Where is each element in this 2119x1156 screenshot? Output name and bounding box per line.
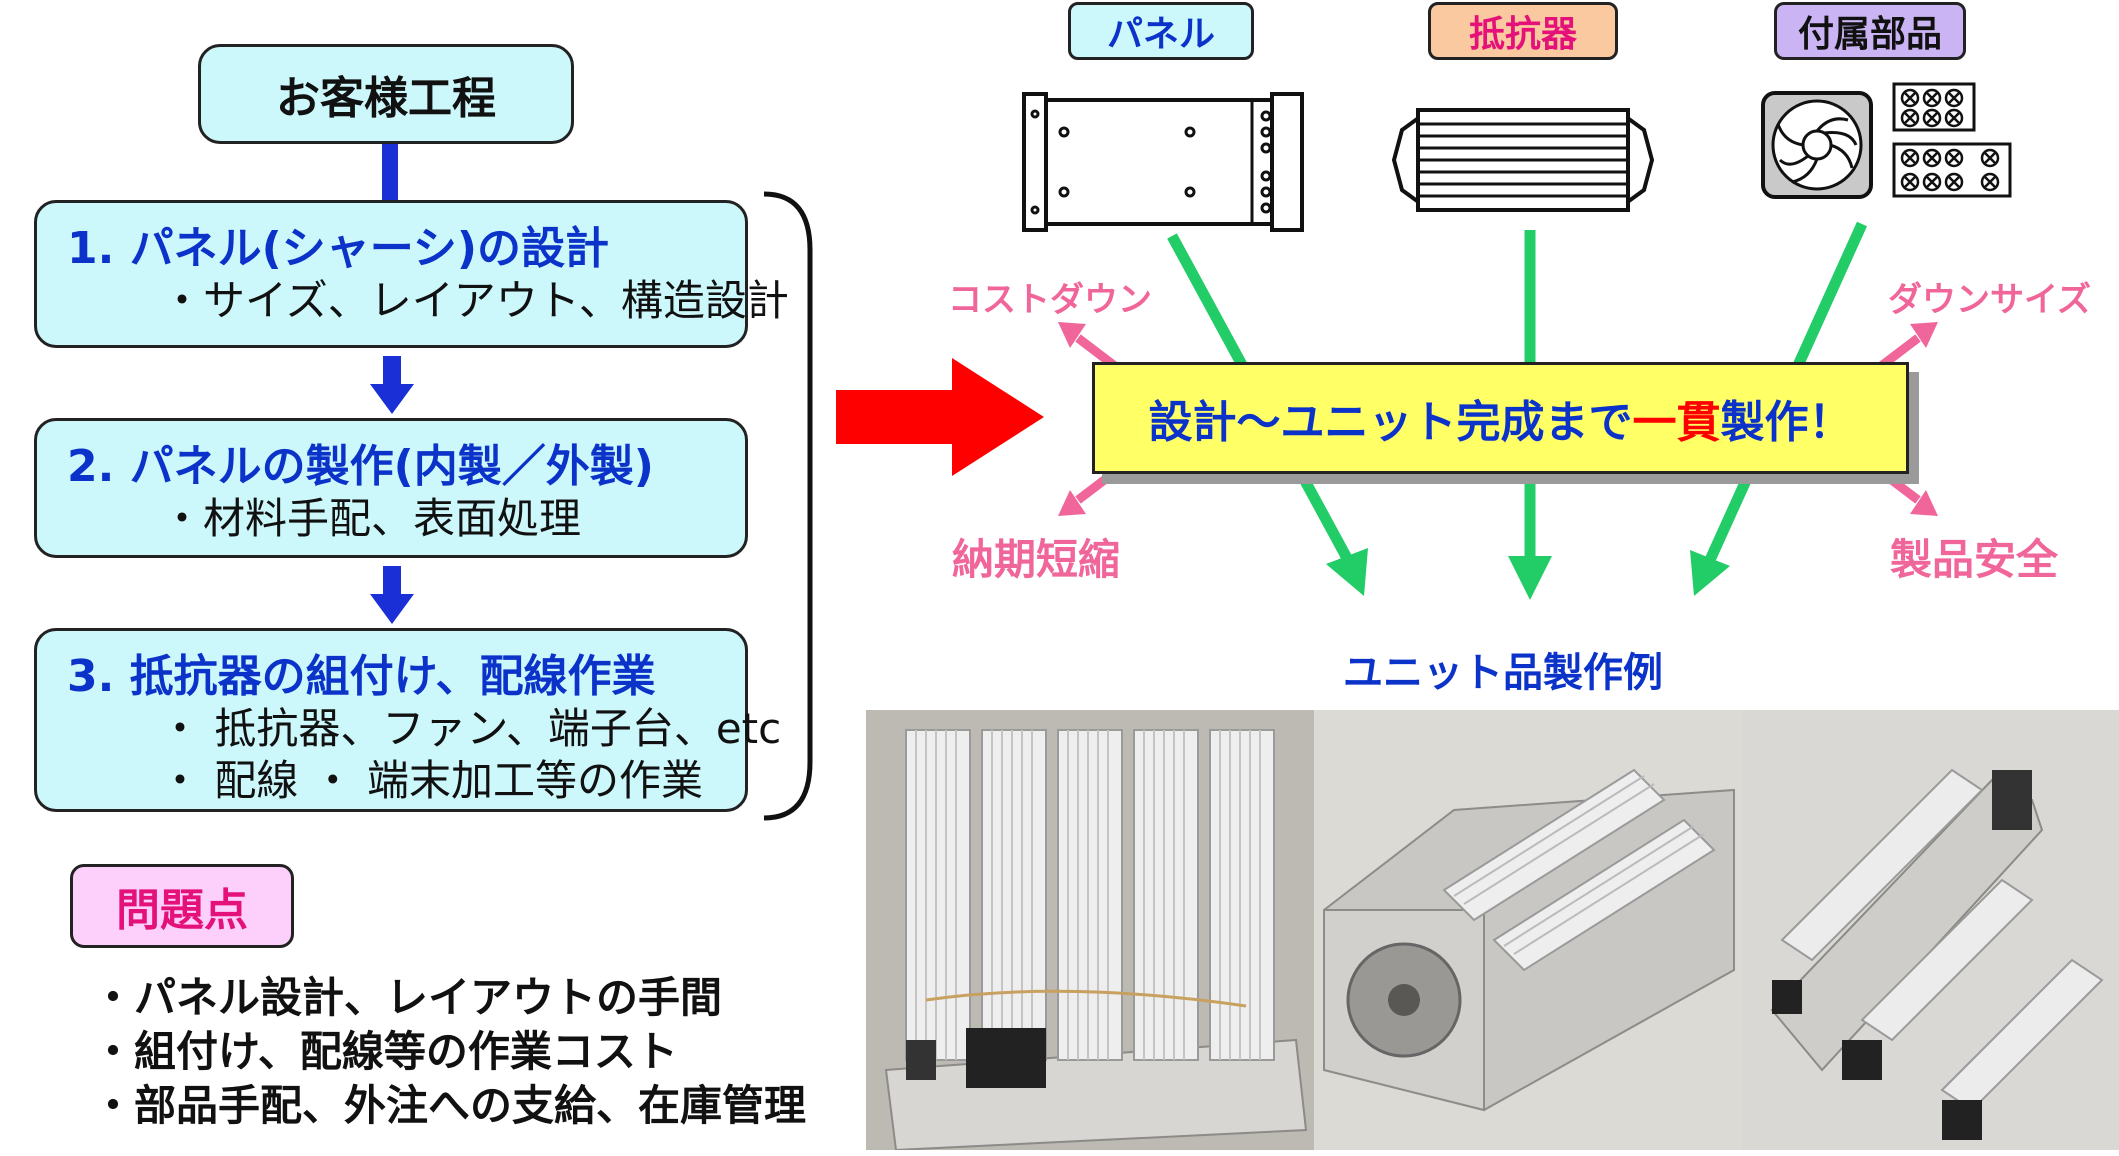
banner-text-post: 製作！ [1720,397,1853,448]
down-arrow-icon [370,356,414,414]
unit-photo-3 [1742,710,2119,1150]
problem-item: ・パネル設計、レイアウトの手間 [92,973,723,1022]
step-3-sub-2: ・ 配線 ・ 端末加工等の作業 [159,756,704,805]
terminal-block-icon [1892,82,2012,198]
customer-process-title: お客様工程 [198,44,574,144]
panel-icon [1022,92,1304,232]
benefit-cost-down: コストダウン [948,280,1152,320]
step-2-title: 2. パネルの製作(内製／外製) [67,441,654,492]
unit-example-title: ユニット品製作例 [1343,650,1663,696]
fan-icon [1761,91,1873,199]
problem-item: ・部品手配、外注への支給、在庫管理 [92,1081,807,1130]
integrated-production-banner: 設計～ユニット完成まで一貫製作！ [1092,362,1909,474]
banner-text-highlight: 一貫 [1632,397,1721,448]
resistor-icon [1391,108,1655,212]
red-arrow-icon [836,358,1044,476]
step-2-sub-1: ・材料手配、表面処理 [161,494,582,543]
problem-item: ・組付け、配線等の作業コスト [92,1027,678,1076]
step-3-box: 3. 抵抗器の組付け、配線作業 ・ 抵抗器、ファン、端子台、etc ・ 配線 ・… [34,628,782,812]
tag-resistor: 抵抗器 [1428,2,1618,60]
bracket-icon [763,191,813,821]
step-1-sub-1: ・サイズ、レイアウト、構造設計 [161,276,789,325]
tag-accessories: 付属部品 [1774,2,1966,60]
tag-panel: パネル [1068,2,1254,60]
banner-text-pre: 設計～ユニット完成まで [1148,397,1633,448]
unit-photo-2 [1314,710,1742,1150]
benefit-product-safety: 製品安全 [1890,535,2059,584]
down-arrow-icon [370,566,414,624]
unit-photo-1 [866,710,1314,1150]
step-1-title: 1. パネル(シャーシ)の設計 [67,223,609,274]
connector-line [382,144,398,202]
step-2-box: 2. パネルの製作(内製／外製) ・材料手配、表面処理 [34,418,748,558]
step-1-box: 1. パネル(シャーシ)の設計 ・サイズ、レイアウト、構造設計 [34,200,789,348]
problem-label: 問題点 [70,864,294,948]
step-3-sub-1: ・ 抵抗器、ファン、端子台、etc [159,704,782,753]
step-3-title: 3. 抵抗器の組付け、配線作業 [67,651,656,702]
benefit-lead-time: 納期短縮 [952,535,1121,584]
benefit-down-size: ダウンサイズ [1888,280,2091,320]
